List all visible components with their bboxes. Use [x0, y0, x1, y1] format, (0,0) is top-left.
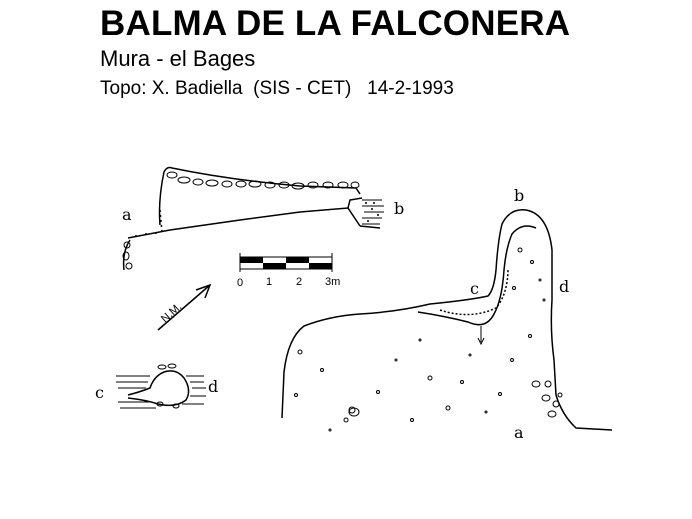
plan-label-b: b [514, 186, 524, 205]
scale-tick-0: 0 [237, 277, 243, 289]
scale-tick-1: 1 [266, 276, 272, 288]
scale-bar [239, 253, 333, 272]
cross-label-c: c [95, 383, 104, 402]
profile-section [122, 166, 384, 271]
cross-label-d: d [208, 377, 218, 396]
survey-credit: Topo: X. Badiella (SIS - CET) 14-2-1993 [100, 78, 454, 99]
plan-label-d: d [559, 277, 569, 296]
profile-label-a: a [122, 205, 132, 224]
north-arrow-icon [157, 283, 212, 331]
scale-tick-2: 2 [296, 276, 302, 288]
plan-label-a: a [514, 423, 524, 442]
north-arrow-label: N.M. [159, 301, 184, 325]
profile-label-b: b [394, 199, 404, 218]
survey-title: BALMA DE LA FALCONERA [100, 4, 571, 43]
plan-view [281, 209, 613, 432]
survey-location: Mura - el Bages [100, 46, 256, 71]
plan-label-c: c [470, 279, 479, 298]
scale-tick-3: 3m [325, 276, 340, 288]
cross-section [116, 363, 206, 409]
